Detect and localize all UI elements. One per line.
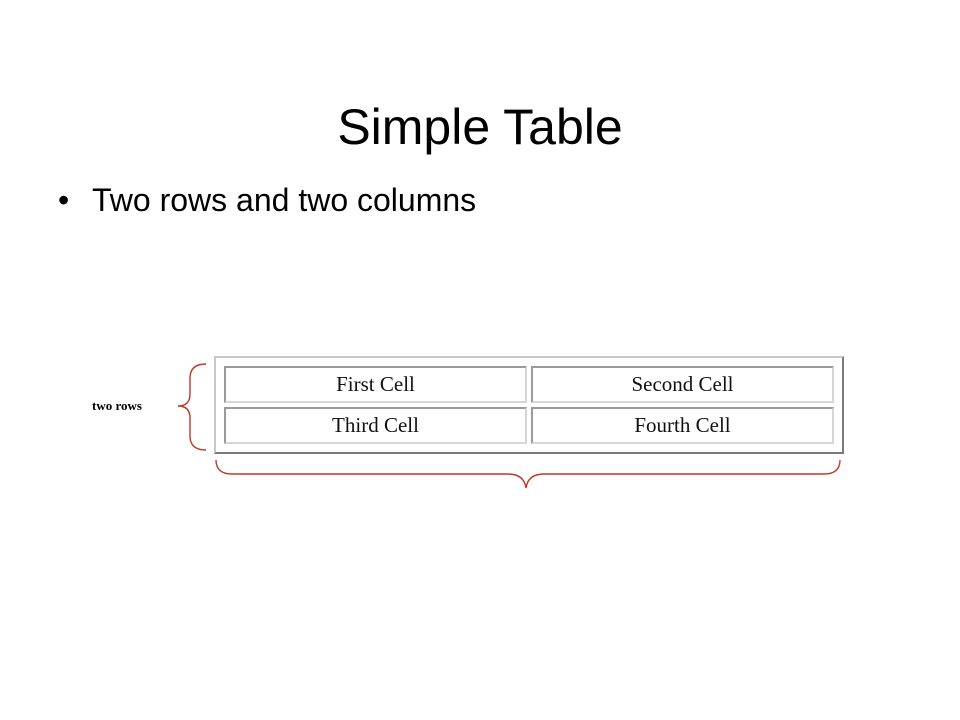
table-row: Third Cell Fourth Cell bbox=[224, 407, 834, 444]
table-row: First Cell Second Cell bbox=[224, 366, 834, 403]
bullet-list: • Two rows and two columns bbox=[58, 178, 476, 222]
slide-title: Simple Table bbox=[337, 98, 623, 155]
bullet-item: • Two rows and two columns bbox=[58, 178, 476, 222]
table-cell: Fourth Cell bbox=[531, 407, 834, 444]
example-table-grid: First Cell Second Cell Third Cell Fourth… bbox=[220, 362, 838, 448]
table-cell: Second Cell bbox=[531, 366, 834, 403]
rows-annotation-label: two rows bbox=[92, 398, 142, 413]
rows-brace-icon bbox=[177, 363, 207, 451]
bullet-icon: • bbox=[58, 182, 70, 218]
columns-brace-icon bbox=[215, 459, 841, 489]
table-cell: First Cell bbox=[224, 366, 527, 403]
bullet-text: Two rows and two columns bbox=[92, 182, 477, 218]
table-cell: Third Cell bbox=[224, 407, 527, 444]
example-table: First Cell Second Cell Third Cell Fourth… bbox=[214, 356, 844, 454]
